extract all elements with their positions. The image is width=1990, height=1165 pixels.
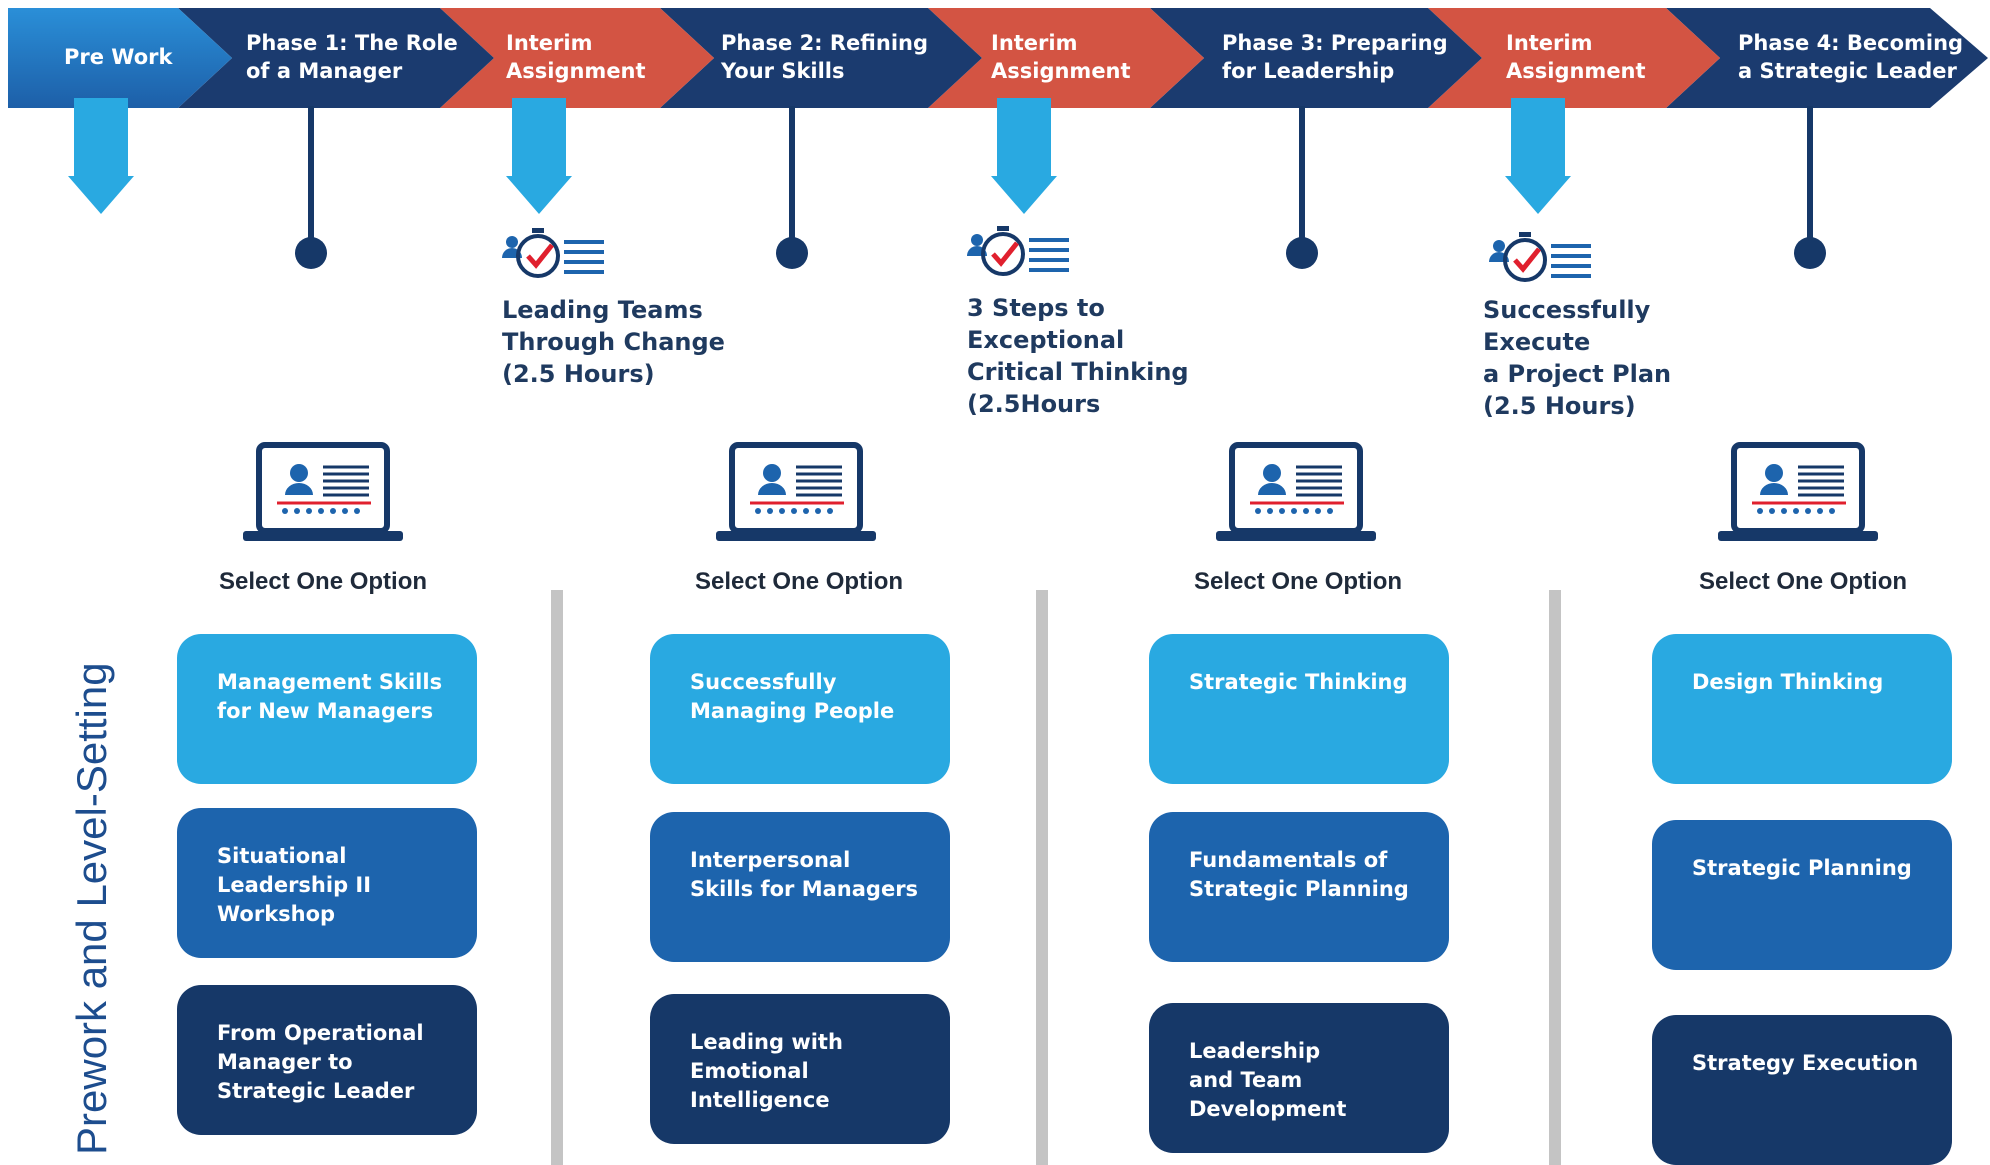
chevron-interim-2 bbox=[928, 8, 1204, 108]
option-card: Management Skills for New Managers bbox=[177, 634, 477, 784]
chevron-label-pre-work: Pre Work bbox=[64, 45, 173, 69]
option-card: Fundamentals of Strategic Planning bbox=[1149, 812, 1449, 962]
select-label-phase-4: Select One Option bbox=[1698, 568, 1908, 595]
chevron-label-phase-1: Phase 1: The Role of a Manager bbox=[246, 31, 458, 83]
timed-checklist-icon bbox=[502, 228, 604, 278]
column-divider bbox=[1549, 590, 1561, 1165]
chevron-phase-4 bbox=[1666, 8, 1988, 108]
chevron-label-interim-2: Interim Assignment bbox=[991, 31, 1131, 83]
interim-assignment-3: Successfully Execute a Project Plan (2.5… bbox=[1483, 296, 1672, 420]
option-card: Leading with Emotional Intelligence bbox=[650, 994, 950, 1144]
option-card: Leadership and Team Development bbox=[1149, 1003, 1449, 1153]
pin-phase-4 bbox=[1794, 237, 1826, 269]
chevron-phase-2 bbox=[660, 8, 982, 108]
chevron-interim-3 bbox=[1428, 8, 1720, 108]
chevron-label-interim-1: Interim Assignment bbox=[506, 31, 646, 83]
column-divider bbox=[551, 590, 563, 1165]
chevron-phase-3 bbox=[1150, 8, 1482, 108]
down-arrow-interim-3 bbox=[1505, 98, 1571, 214]
pin-phase-3 bbox=[1286, 237, 1318, 269]
option-card: Successfully Managing People bbox=[650, 634, 950, 784]
select-label-phase-2: Select One Option bbox=[694, 568, 904, 595]
laptop-webinar-icon bbox=[1718, 442, 1878, 541]
down-arrow-interim-2 bbox=[991, 98, 1057, 214]
laptop-webinar-icon bbox=[243, 442, 403, 541]
chevron-pre-work bbox=[8, 8, 232, 108]
option-card: Design Thinking bbox=[1652, 634, 1952, 784]
interim-assignment-2: 3 Steps to Exceptional Critical Thinking… bbox=[967, 294, 1189, 418]
column-divider bbox=[1036, 590, 1048, 1165]
pin-phase-2 bbox=[776, 237, 808, 269]
chevron-label-phase-2: Phase 2: Refining Your Skills bbox=[721, 31, 928, 83]
down-arrow-pre-work bbox=[68, 98, 134, 214]
interim-assignment-1: Leading Teams Through Change (2.5 Hours) bbox=[502, 296, 725, 388]
chevron-label-interim-3: Interim Assignment bbox=[1506, 31, 1646, 83]
prework-side-title: Prework and Level-Setting bbox=[68, 662, 115, 1155]
down-arrow-interim-1 bbox=[506, 98, 572, 214]
option-card: Strategy Execution bbox=[1652, 1015, 1952, 1165]
laptop-webinar-icon bbox=[716, 442, 876, 541]
select-label-phase-3: Select One Option bbox=[1193, 568, 1403, 595]
chevron-interim-1 bbox=[440, 8, 714, 108]
select-label-phase-1: Select One Option bbox=[218, 568, 428, 595]
chevron-label-phase-4: Phase 4: Becoming a Strategic Leader bbox=[1738, 31, 1964, 83]
pin-phase-1 bbox=[295, 237, 327, 269]
timed-checklist-icon bbox=[967, 226, 1069, 276]
timed-checklist-icon bbox=[1489, 232, 1591, 282]
option-card: Situational Leadership II Workshop bbox=[177, 808, 477, 958]
chevron-phase-1 bbox=[178, 8, 494, 108]
chevron-label-phase-3: Phase 3: Preparing for Leadership bbox=[1222, 31, 1448, 83]
option-card: Interpersonal Skills for Managers bbox=[650, 812, 950, 962]
laptop-webinar-icon bbox=[1216, 442, 1376, 541]
option-card: Strategic Thinking bbox=[1149, 634, 1449, 784]
option-card: Strategic Planning bbox=[1652, 820, 1952, 970]
option-card: From Operational Manager to Strategic Le… bbox=[177, 985, 477, 1135]
